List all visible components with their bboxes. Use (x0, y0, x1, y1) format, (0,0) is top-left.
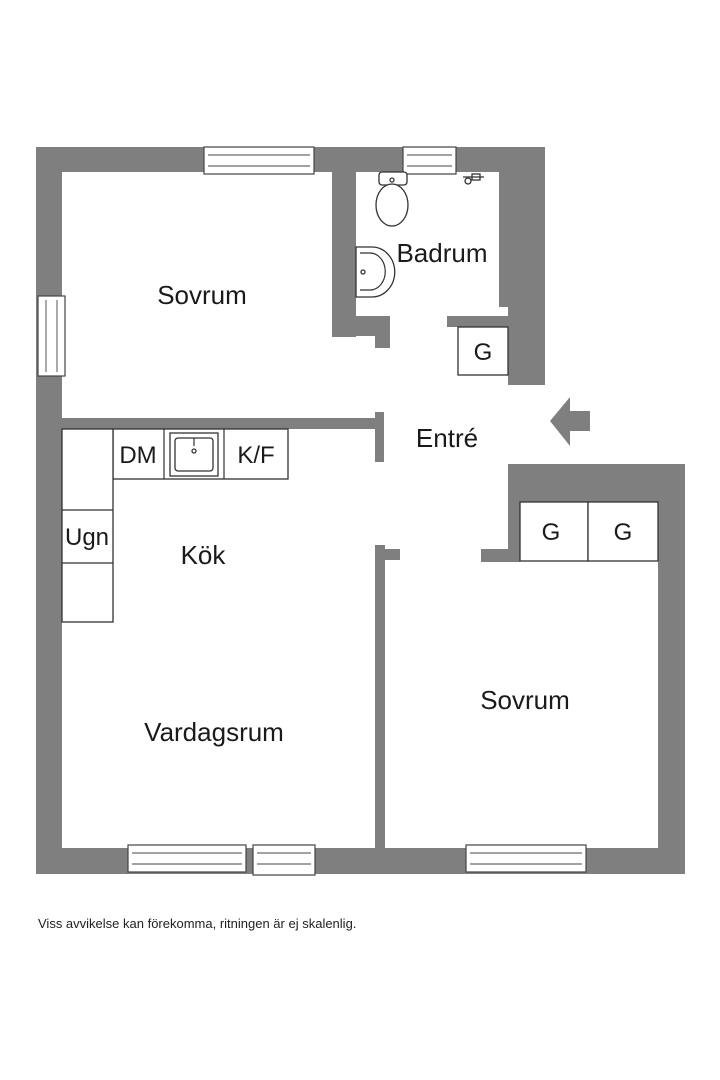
window-bedroom-left (37, 295, 66, 377)
wall-stub-bedroom (481, 549, 520, 562)
disclaimer-text: Viss avvikelse kan förekomma, ritningen … (38, 916, 357, 931)
window-bedroom-top (203, 146, 315, 175)
walls (36, 147, 685, 874)
oven-label: Ugn (65, 524, 109, 551)
window-living-1 (127, 844, 247, 873)
fridge-freezer-label: K/F (237, 442, 274, 469)
kitchen-sink-icon (169, 432, 219, 477)
wall-step-horizontal (508, 464, 685, 502)
wardrobe-bedroom-right-label: G (614, 519, 633, 546)
room-label-living-room: Vardagsrum (144, 717, 284, 747)
room-label-entrance: Entré (416, 423, 478, 453)
wall-bedroom-kitchen-stub (375, 412, 384, 462)
wall-right-lower (658, 477, 685, 874)
wall-bath-left (332, 147, 356, 337)
wall-right-upper-2 (508, 307, 545, 385)
arrow-left-icon (550, 397, 590, 446)
window-bath-top (402, 146, 457, 175)
window-living-2 (252, 844, 316, 876)
room-label-kitchen: Kök (181, 540, 227, 570)
washbasin-icon (355, 246, 396, 298)
room-label-bathroom: Badrum (396, 238, 487, 268)
toilet-icon (375, 171, 409, 227)
bath-tap-icon (463, 173, 484, 185)
wall-step-vertical (508, 464, 520, 562)
wall-bath-bottom-right (447, 316, 508, 327)
wall-left (36, 147, 62, 874)
wardrobe-bedroom-left-label: G (542, 519, 561, 546)
windows (37, 146, 587, 876)
dishwasher-label: DM (119, 442, 156, 469)
room-label-bedroom-2: Sovrum (480, 685, 570, 715)
window-bedroom-2-bottom (465, 844, 587, 873)
wall-bath-stub-left (375, 316, 390, 348)
wardrobe-entrance: G (457, 326, 509, 376)
room-label-bedroom-1: Sovrum (157, 280, 247, 310)
wall-bedroom-kitchen (62, 418, 384, 429)
wardrobe-bedroom: G G (519, 501, 659, 562)
wall-living-bedroom-stub (375, 549, 400, 560)
wardrobe-entrance-label: G (474, 339, 493, 366)
wall-right-upper (499, 147, 545, 307)
wall-living-bedroom (375, 545, 385, 850)
